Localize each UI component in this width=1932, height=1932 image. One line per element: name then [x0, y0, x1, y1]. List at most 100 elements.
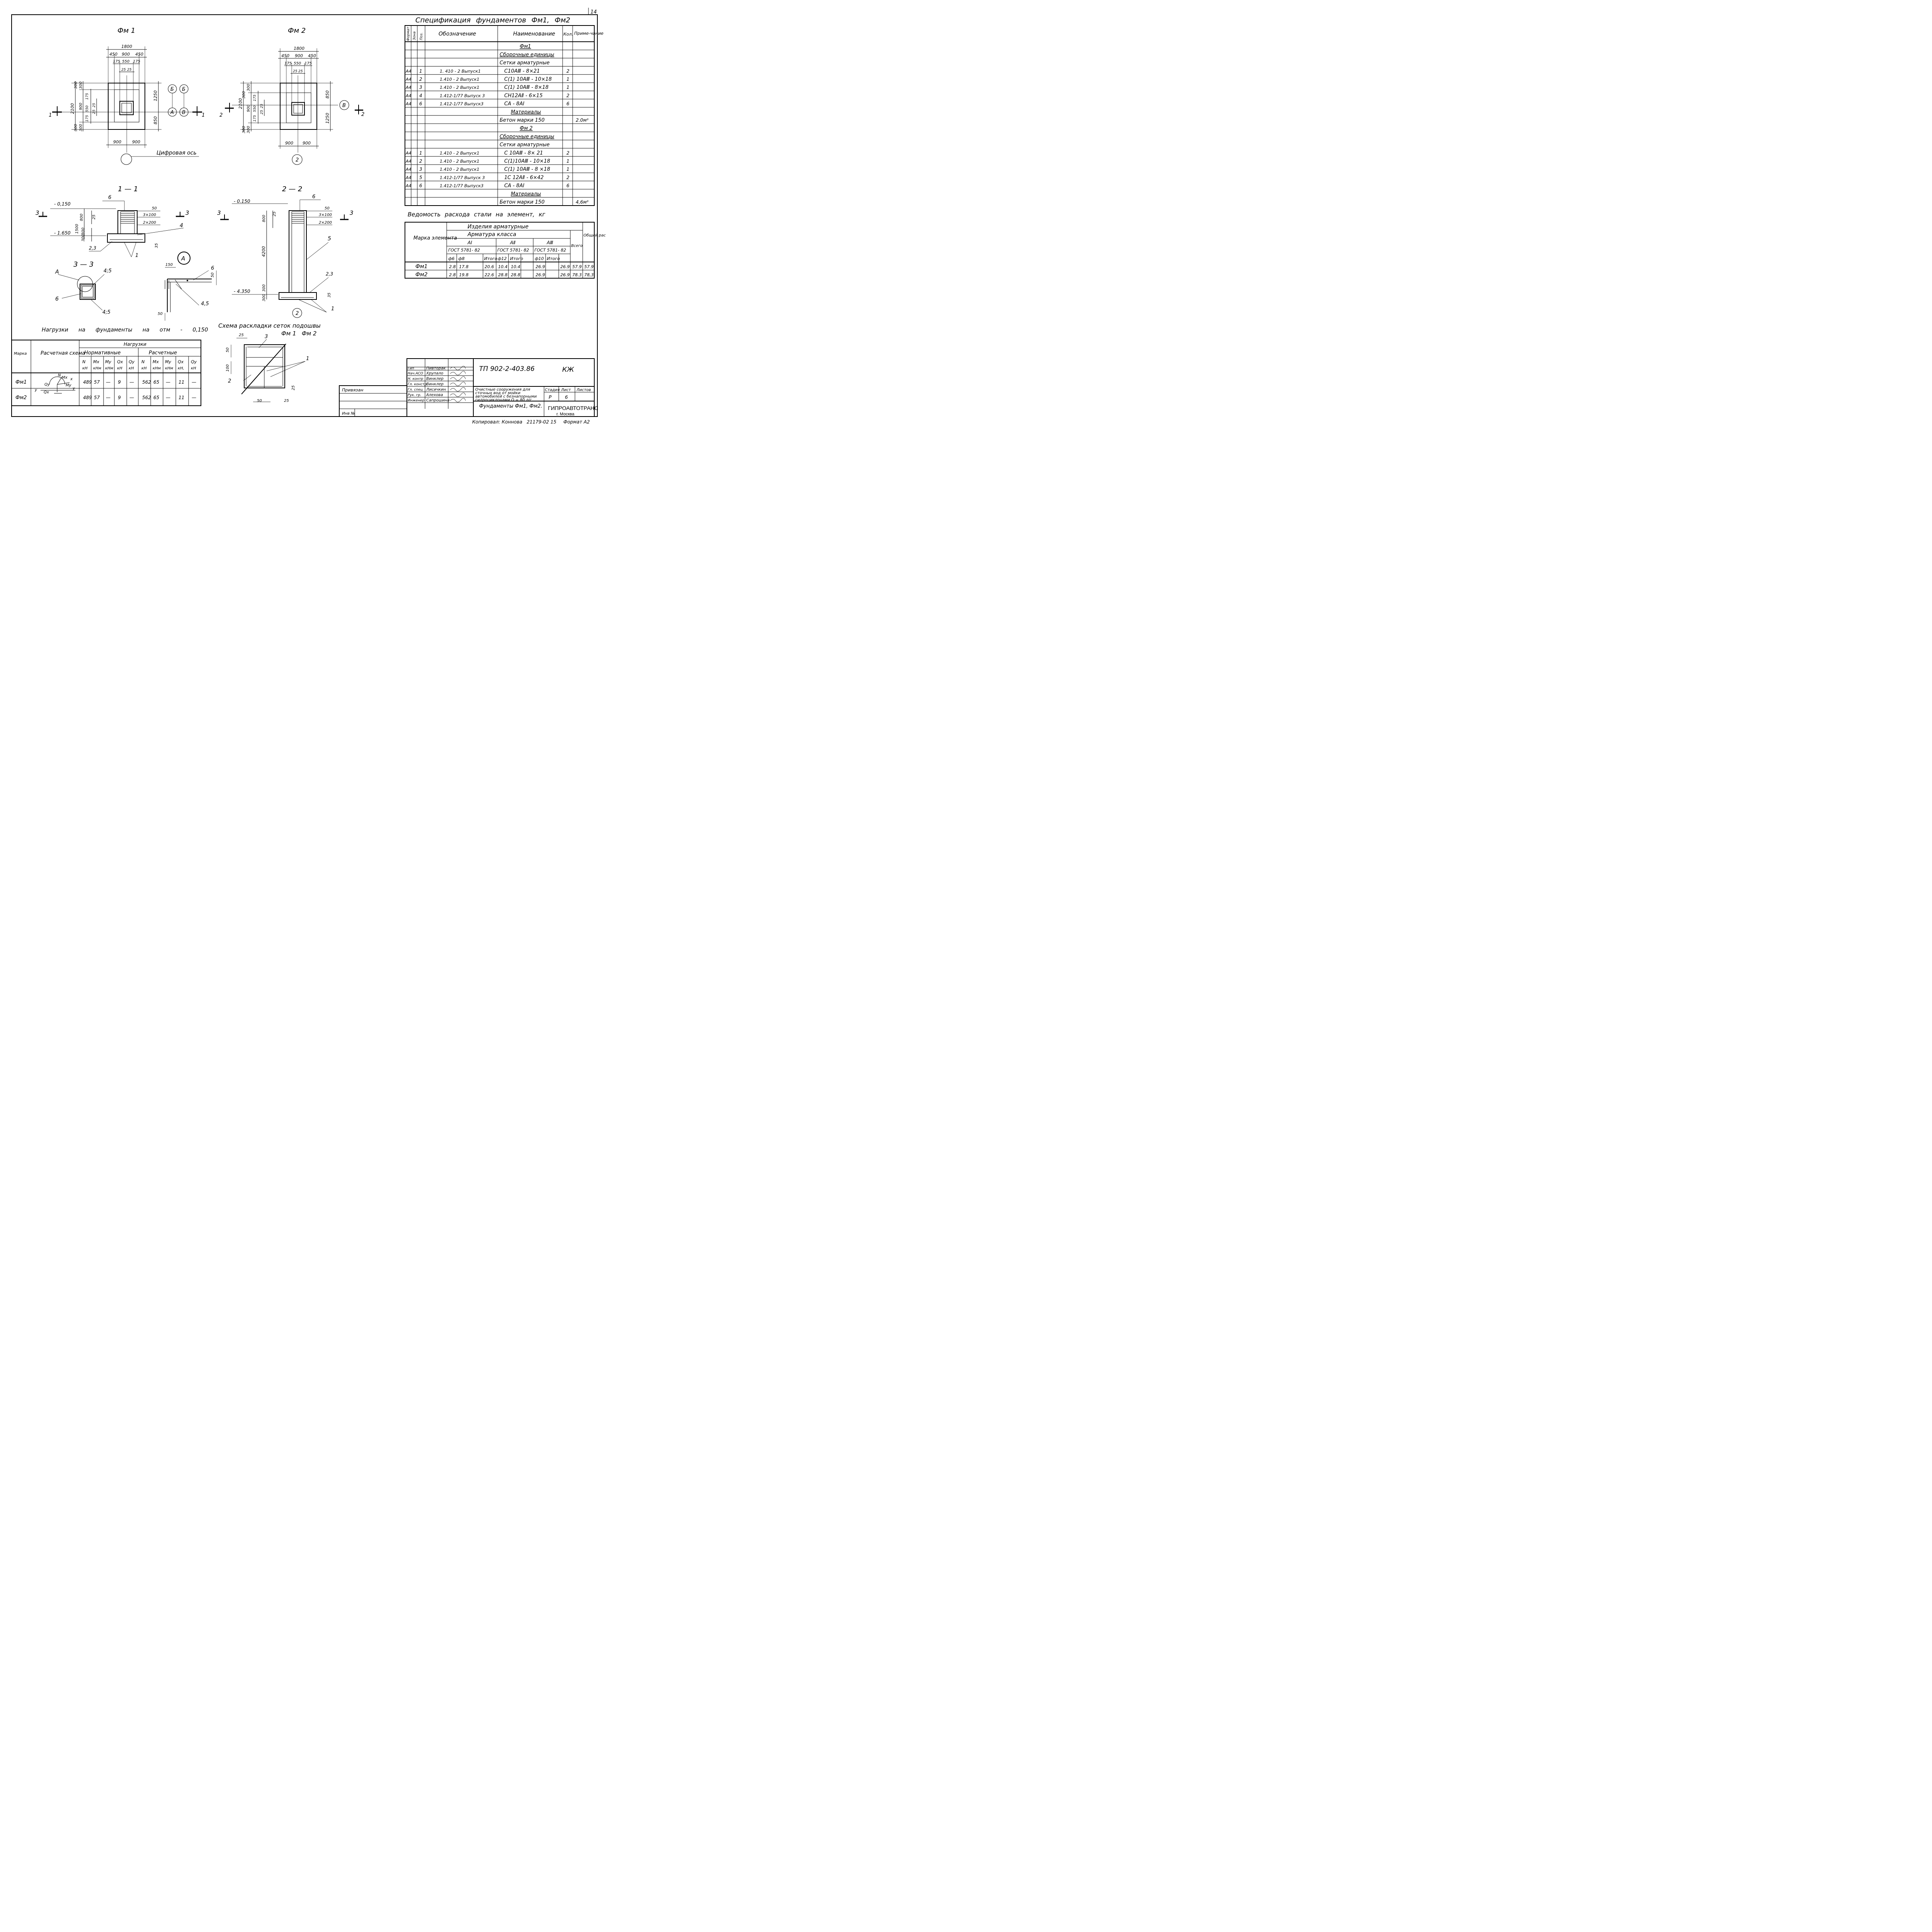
- section-mark: 3: [350, 209, 354, 216]
- fm2-dim: 175: [284, 61, 292, 66]
- steel-gost: ГОСТ 5781- 82: [534, 248, 566, 253]
- sheet-value: 6: [565, 395, 568, 400]
- stage-value: Р: [549, 395, 552, 400]
- fm1-slab: [108, 83, 145, 130]
- signature: [450, 382, 466, 386]
- fm1-dim: 900: [122, 52, 130, 57]
- section-33-title: 3 — 3: [73, 260, 94, 269]
- dim: 50: [226, 347, 230, 352]
- steel-col-header: Итого: [484, 256, 497, 261]
- fm2-dim: 25: [298, 70, 303, 73]
- fm1-column-inner: [121, 103, 132, 113]
- detail-title: А: [181, 255, 185, 262]
- level-mark: - 0,150: [54, 201, 71, 207]
- steel-col-header: ф6: [448, 256, 454, 261]
- spec-cell-name: СА - 8АⅠ: [504, 101, 524, 107]
- fm1-column: [119, 101, 134, 115]
- steel-gost: ГОСТ 5781- 82: [497, 248, 529, 253]
- fm1-dim: 1250: [153, 90, 158, 101]
- steel-cell: 57.9: [584, 264, 594, 269]
- plan-fm1-title: Фм 1: [117, 27, 135, 35]
- steel-cell: 26.9: [560, 264, 570, 269]
- signature: [450, 393, 466, 397]
- dim: 100: [226, 364, 230, 372]
- fm1-dim: 25: [121, 68, 126, 72]
- dim: 25: [92, 214, 96, 219]
- steel-col-header: ф8: [458, 256, 464, 261]
- section-3-3: 3 — 3 А 4;5 6 4;5: [55, 260, 112, 315]
- spec-cell-format: А4: [405, 167, 412, 172]
- steel-cell: 57.9: [572, 264, 582, 269]
- loads-column-headers: NкНMxкНмMyкНмQxкНQyкНNкНMxкНмMyкНмQxкН,Q…: [82, 359, 197, 371]
- spec-cell-designation: 1. 410 - 2 Выпуск1: [440, 69, 481, 74]
- doc-section: КЖ: [562, 366, 574, 374]
- section-mark: 1: [49, 112, 52, 118]
- loads-cell: 11: [179, 379, 184, 385]
- spec-cell-name: С 10АⅢ - 8× 21: [504, 150, 543, 156]
- dim: 3×100: [143, 213, 156, 217]
- spec-cell-name: Бетон марки 150: [500, 199, 544, 205]
- fm1-dim: 550: [85, 105, 89, 112]
- dim: 1500: [75, 224, 79, 234]
- scheme-label: x: [70, 377, 73, 381]
- dim: 50: [158, 312, 163, 316]
- fm2-dim: 300: [242, 91, 246, 99]
- spec-cell-format: А4: [405, 77, 412, 82]
- section-mark: 2: [219, 112, 223, 118]
- fm1-dim: 175: [133, 60, 140, 64]
- dim: 25: [291, 385, 296, 390]
- page-number: 14: [590, 9, 597, 15]
- spec-cell-note: 4,6м³: [576, 199, 588, 205]
- spec-header: Наименование: [513, 31, 555, 37]
- mesh-layout-scheme: Схема раскладки сеток подошвы Фм 1 Фм 2 …: [218, 322, 321, 403]
- section-2-2: 2 — 2 - 0.150 - 4.350 800 25 4200 300 30…: [217, 185, 354, 318]
- fm2-dim: 450: [281, 53, 289, 58]
- level-mark: - 1.650: [54, 230, 71, 236]
- attached-label: Привязан: [342, 388, 363, 393]
- scheme-label: y: [72, 386, 75, 391]
- spec-cell-designation: 1.410 - 2 Выпуск1: [440, 151, 480, 156]
- spec-cell-name: 1С 12АⅡ - 6×42: [504, 175, 544, 180]
- steel-cell: 28.8: [498, 272, 508, 277]
- steel-cell: 26.9: [536, 272, 545, 277]
- dim: 50: [211, 272, 215, 277]
- axis-bubble-label: В: [342, 103, 346, 109]
- steel-cell: 17.8: [459, 264, 469, 269]
- spec-header: Обозначение: [439, 31, 476, 37]
- steel-header-rebar: Арматура класса: [467, 231, 516, 238]
- fm2-dim: 900: [285, 141, 293, 146]
- specification-table: Спецификация фундаментов Фм1, Фм2 Формат…: [405, 16, 604, 206]
- fm2-dim: 900: [247, 105, 251, 112]
- spec-header: Приме-чание: [574, 31, 604, 36]
- plan-fm2-title: Фм 2: [288, 27, 306, 35]
- spec-cell-note: 2.0м³: [576, 117, 588, 123]
- loads-cell: —: [106, 395, 111, 400]
- steel-cell: 19.8: [459, 272, 469, 277]
- axis-bubble-label: 2: [296, 311, 299, 316]
- loads-cell: 489: [83, 379, 92, 385]
- load-scheme-sketch: N Mx x Qy My y y Qx: [34, 373, 75, 395]
- dim: 50: [325, 206, 330, 211]
- loads-cell: 489: [83, 395, 92, 400]
- spec-cell-name: Сетки арматурные: [500, 142, 549, 148]
- fm1-dim: 175: [113, 60, 120, 64]
- dim: 2×200: [319, 221, 332, 225]
- steel-header-products: Изделия арматурные: [468, 224, 529, 230]
- spec-header: Формат: [406, 27, 410, 41]
- loads-row-mark: Фм2: [15, 395, 27, 401]
- spec-cell-pos: 2: [419, 77, 422, 82]
- steel-cell: 2.8: [449, 264, 456, 269]
- loads-header-mark: Марка: [14, 352, 27, 356]
- doc-code: ТП 902-2-403.86: [479, 365, 535, 373]
- fm2-dim: 25: [260, 110, 264, 114]
- dim: 300: [81, 228, 85, 235]
- callout: 3: [265, 334, 268, 340]
- steel-row-mark: Фм1: [415, 264, 428, 270]
- spec-title: Спецификация фундаментов Фм1, Фм2: [415, 16, 570, 24]
- steel-header-mark: Марка элемента: [413, 235, 457, 241]
- loads-col-unit: кН: [129, 366, 134, 371]
